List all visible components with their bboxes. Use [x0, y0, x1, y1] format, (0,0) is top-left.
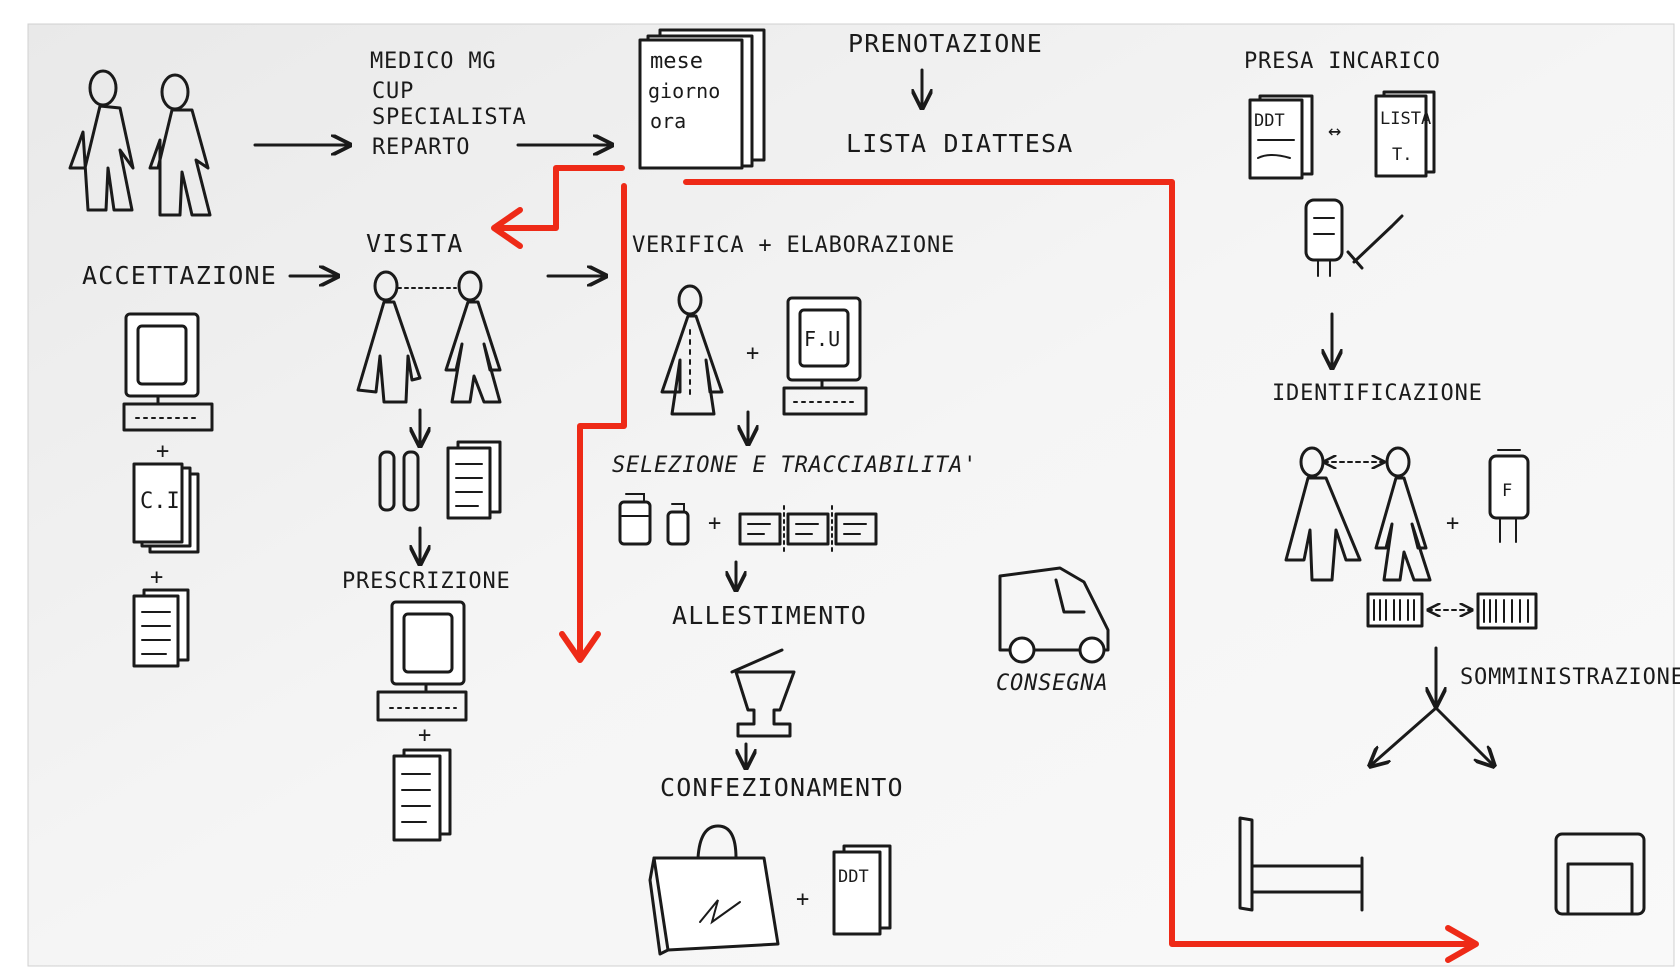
svg-text:LISTA: LISTA — [1380, 109, 1431, 129]
calendar-icon: mese giorno ora — [640, 30, 764, 168]
label-presa-incarico: PRESA INCARICO — [1244, 49, 1441, 74]
label-selezione-tracciabilita: SELEZIONE E TRACCIABILITA' — [612, 453, 977, 478]
svg-text:C.I: C.I — [140, 489, 180, 514]
label-medico-mg: MEDICO MG — [370, 49, 496, 74]
label-identificazione: IDENTIFICAZIONE — [1272, 381, 1483, 406]
plus-sign-accettazione-2: + — [150, 565, 164, 590]
label-verifica-elaborazione: VERIFICA + ELABORAZIONE — [632, 233, 955, 258]
plus-sign-prescrizione: + — [418, 723, 432, 748]
calendar-giorno: giorno — [648, 79, 720, 103]
plus-sign-confezionamento: + — [796, 887, 810, 912]
label-cup: CUP — [372, 79, 414, 104]
svg-text:F: F — [1502, 481, 1512, 501]
label-consegna: CONSEGNA — [996, 671, 1108, 696]
documents-icon-visita — [448, 442, 500, 518]
svg-text:DDT: DDT — [1254, 111, 1285, 131]
label-somministrazione: SOMMINISTRAZIONE — [1460, 665, 1680, 690]
label-reparto: REPARTO — [372, 135, 470, 160]
label-prenotazione: PRENOTAZIONE — [848, 29, 1043, 58]
label-accettazione: ACCETTAZIONE — [82, 261, 277, 290]
label-lista-di-attesa: LISTA DIATTESA — [846, 129, 1074, 158]
label-allestimento: ALLESTIMENTO — [672, 601, 867, 630]
label-visita: VISITA — [366, 229, 464, 258]
calendar-mese: mese — [650, 49, 703, 74]
ddt-document-icon: DDT — [1250, 96, 1312, 178]
ddt-document-icon-delivery: DDT — [834, 846, 890, 934]
lista-t-document-icon: LISTA T. — [1376, 92, 1434, 176]
label-prescrizione: PRESCRIZIONE — [342, 569, 511, 594]
svg-text:T.: T. — [1392, 145, 1412, 165]
documents-icon-prescrizione — [394, 750, 450, 840]
documents-icon-accettazione — [134, 590, 188, 666]
plus-sign-accettazione-1: + — [156, 439, 170, 464]
svg-text:F.U: F.U — [804, 327, 840, 351]
plus-sign-identificazione: + — [1446, 511, 1460, 536]
label-confezionamento: CONFEZIONAMENTO — [660, 773, 904, 802]
double-arrow-ddt-lista: ↔ — [1328, 119, 1342, 144]
plus-sign-selezione: + — [708, 511, 722, 536]
label-specialista: SPECIALISTA — [372, 105, 527, 130]
svg-text:DDT: DDT — [838, 867, 869, 887]
identity-card-ci-icon: C.I — [134, 464, 198, 552]
plus-sign-verifica: + — [746, 341, 760, 366]
calendar-ora: ora — [650, 109, 686, 133]
